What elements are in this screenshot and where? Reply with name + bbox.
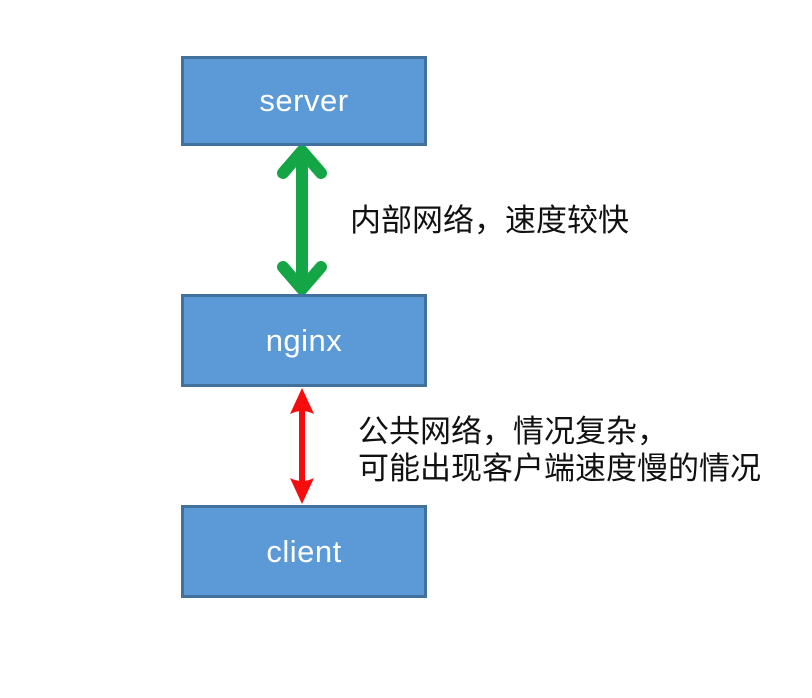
client-node-box: client <box>181 505 427 598</box>
red-arrow-head-down <box>290 478 314 504</box>
nginx-node-box: nginx <box>181 294 427 387</box>
green-double-arrow-icon <box>277 146 327 294</box>
red-double-arrow-icon <box>290 388 314 504</box>
public-network-label-line1: 公共网络，情况复杂， <box>358 414 668 449</box>
nginx-node-label: nginx <box>265 322 343 358</box>
red-arrow-head-up <box>290 388 314 414</box>
green-arrow-head-down <box>277 261 327 294</box>
server-node-label: server <box>259 83 349 118</box>
green-arrow-head-up <box>277 146 327 179</box>
client-node-label: client <box>266 533 342 569</box>
internal-network-label: 内部网络，速度较快 <box>350 203 629 238</box>
server-node-box: server <box>181 56 427 146</box>
public-network-label: 公共网络，情况复杂， 可能出现客户端速度慢的情况 <box>358 413 761 487</box>
public-network-label-line2: 可能出现客户端速度慢的情况 <box>358 451 761 486</box>
